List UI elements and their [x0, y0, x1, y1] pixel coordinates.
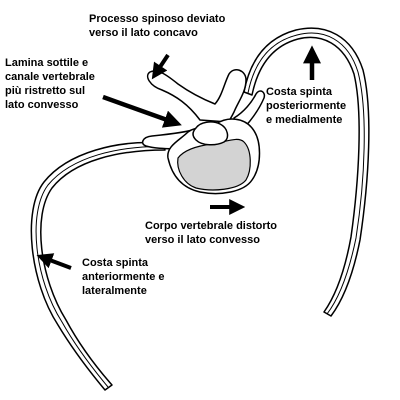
arrow-anterior-rib — [36, 253, 72, 270]
spinous-process — [146, 69, 247, 123]
label-anterior-rib-line-2: anteriormente e — [82, 271, 165, 283]
label-thin-lamina-line-4: lato convesso — [5, 99, 79, 111]
left-rib — [30, 141, 166, 391]
left-rib-inner-line — [35, 145, 164, 388]
label-spinous-process-line-1: Processo spinoso deviato — [89, 13, 226, 25]
label-posterior-rib: Costa spinta posteriormente e medialment… — [266, 85, 346, 127]
label-posterior-rib-line-3: e medialmente — [266, 114, 343, 126]
label-thin-lamina-line-2: canale vertebrale — [5, 71, 95, 83]
label-posterior-rib-line-1: Costa spinta — [266, 86, 333, 98]
label-spinous-process-line-2: verso il lato concavo — [89, 27, 198, 39]
vertebral-canal — [192, 121, 229, 146]
right-rib-inner-line — [247, 32, 365, 315]
label-vertebral-body: Corpo vertebrale distorto verso il lato … — [145, 219, 277, 247]
arrow-lamina — [102, 94, 182, 128]
label-thin-lamina-line-1: Lamina sottile e — [5, 57, 89, 69]
label-thin-lamina: Lamina sottile e canale vertebrale più r… — [5, 56, 95, 112]
label-vertebral-body-line-1: Corpo vertebrale distorto — [145, 220, 278, 232]
label-anterior-rib-line-1: Costa spinta — [82, 257, 149, 269]
label-posterior-rib-line-2: posteriormente — [266, 100, 347, 112]
label-thin-lamina-line-3: più ristretto sul — [5, 85, 86, 97]
label-anterior-rib-line-3: lateralmente — [82, 285, 147, 297]
label-vertebral-body-line-2: verso il lato convesso — [145, 234, 260, 246]
label-anterior-rib: Costa spinta anteriormente e lateralment… — [82, 256, 165, 298]
arrow-spinous-process — [151, 53, 170, 80]
right-rib — [243, 27, 370, 317]
label-spinous-process: Processo spinoso deviato verso il lato c… — [89, 12, 225, 40]
